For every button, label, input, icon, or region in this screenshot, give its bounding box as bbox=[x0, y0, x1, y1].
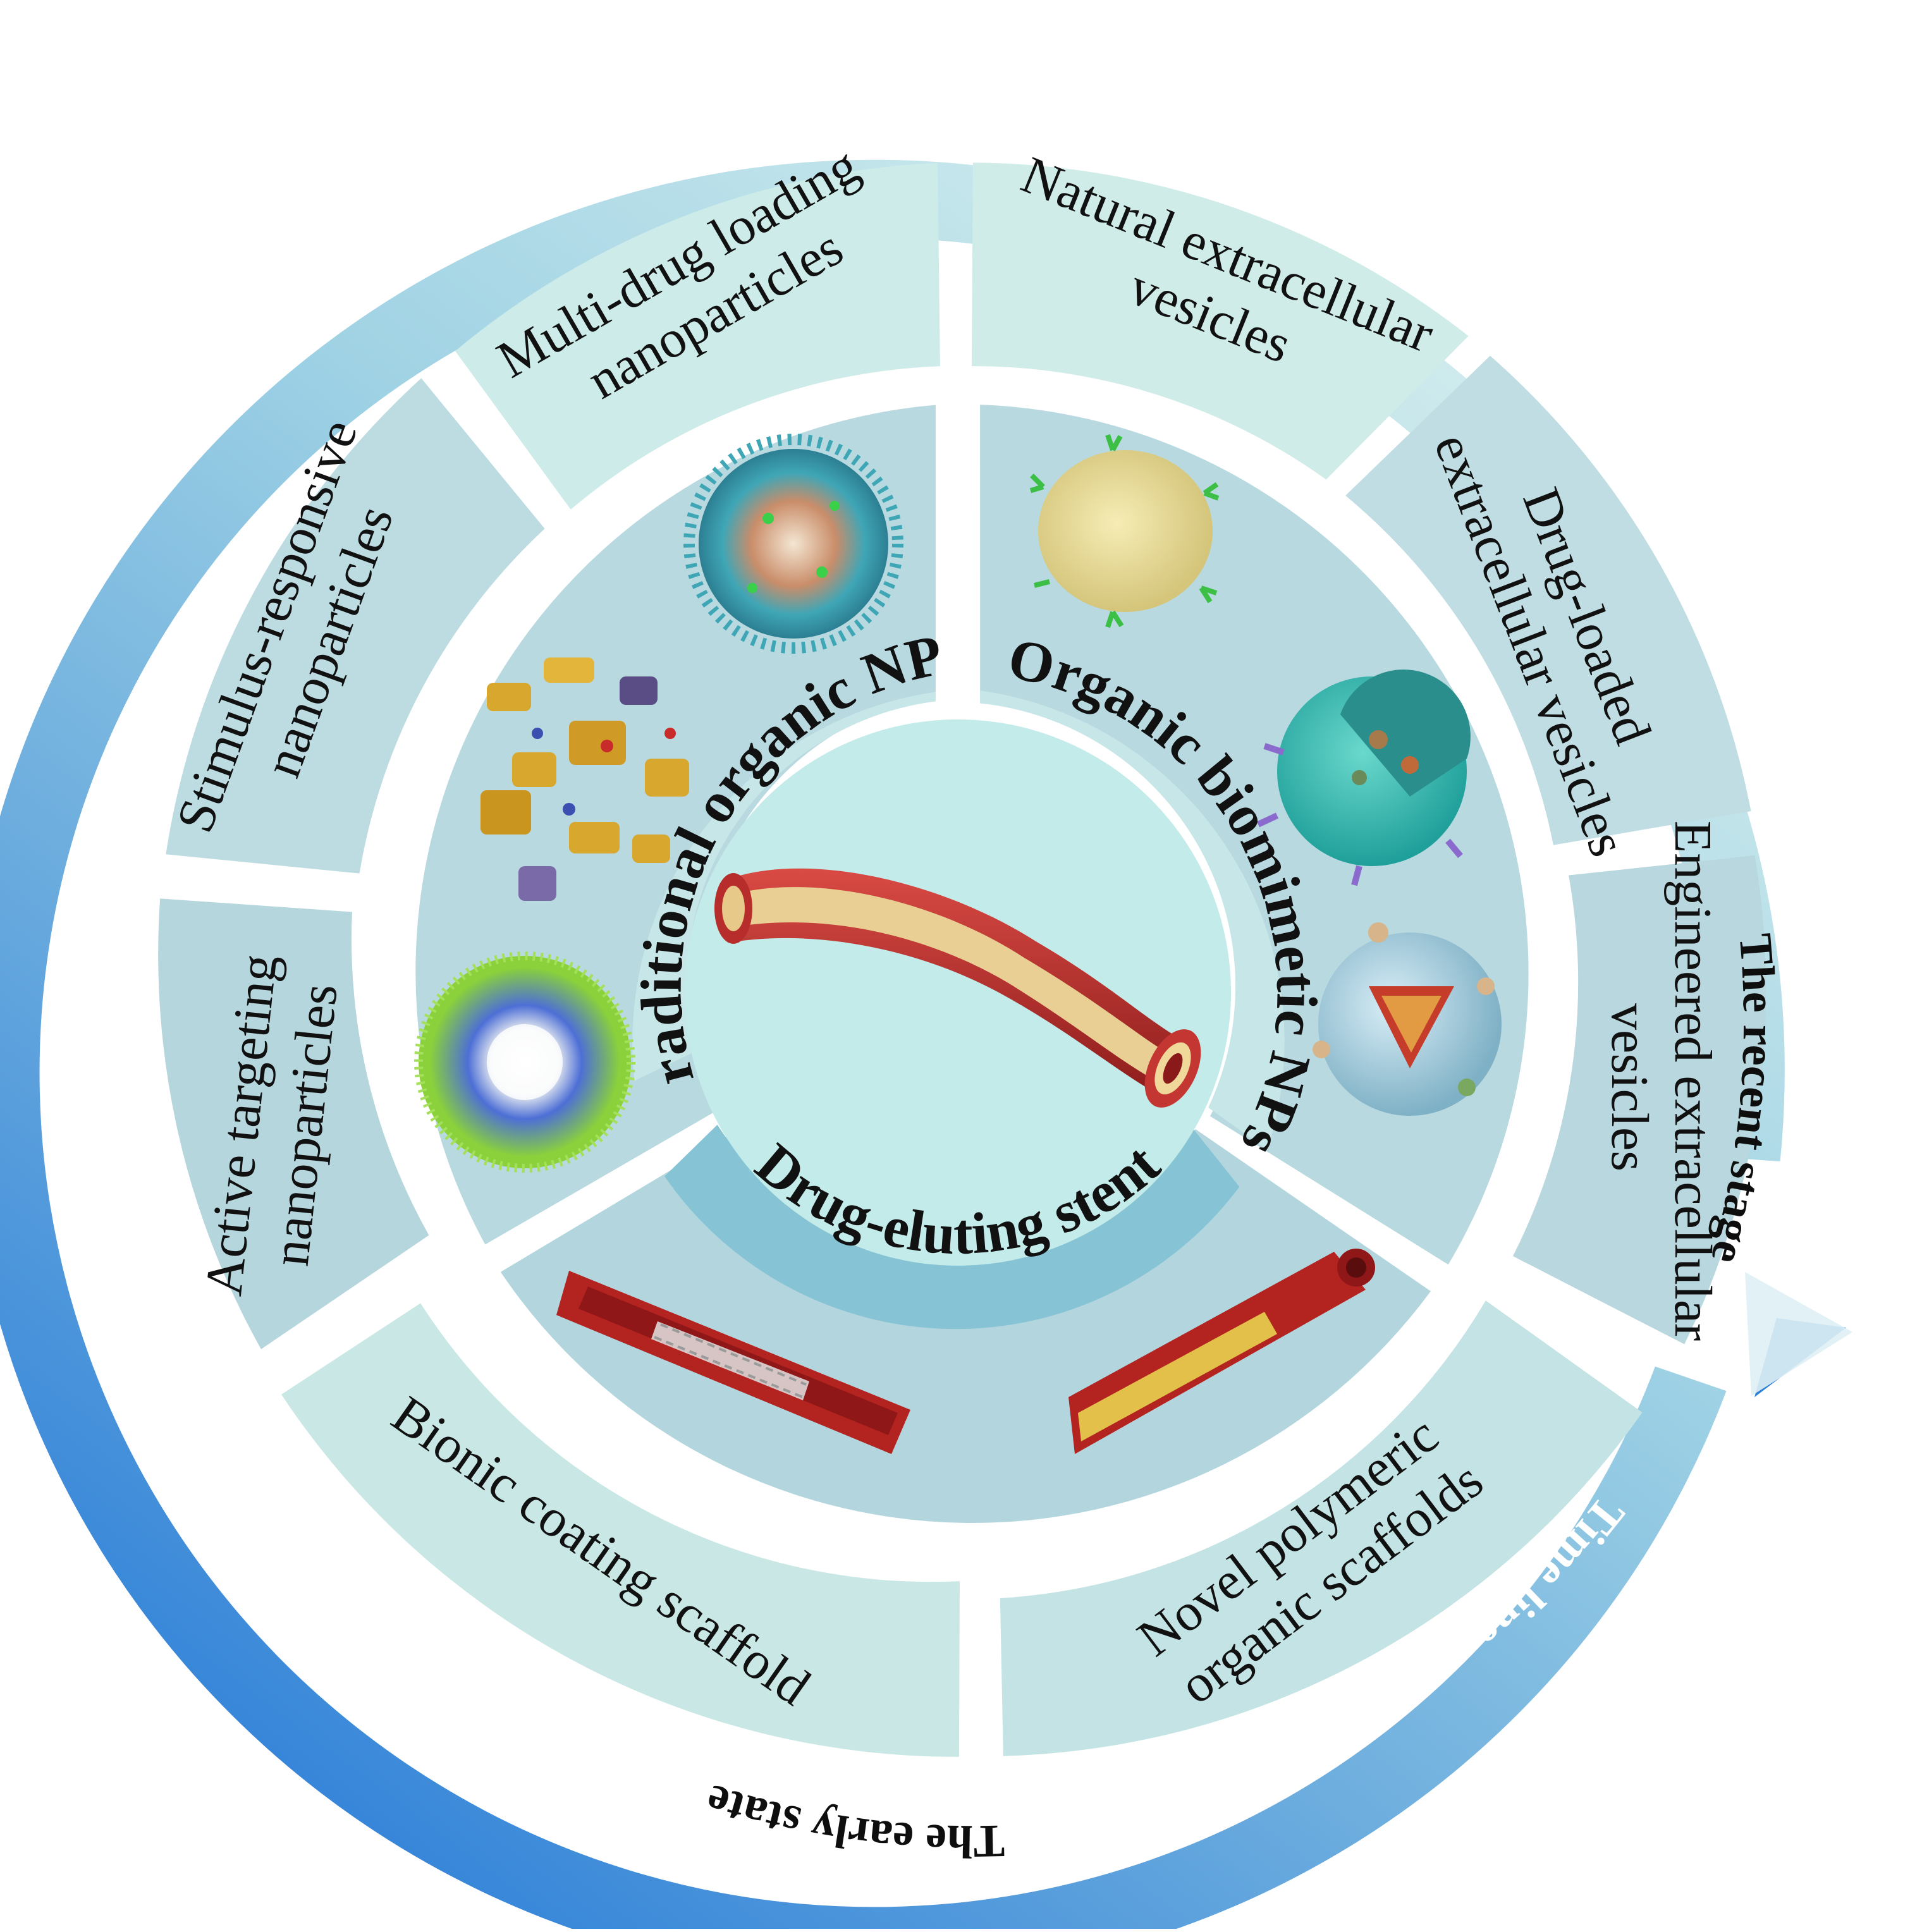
engineered-vesicle-icon bbox=[1313, 922, 1502, 1116]
multi-drug-assembly-icon bbox=[481, 657, 689, 901]
spherical-polymer-nanoparticle-icon bbox=[414, 951, 635, 1173]
outer-segment-multi-drug bbox=[455, 162, 940, 510]
timeline-early-label: The early state bbox=[700, 1774, 1005, 1867]
ring-biomimetic bbox=[980, 690, 1285, 1150]
outer-segment-novel-polymeric bbox=[1000, 1300, 1643, 1756]
outer-label-engineered-ev: Engineered extracellular vesicles bbox=[1600, 821, 1722, 1354]
micelle-nanoparticle-icon bbox=[683, 434, 903, 654]
outer-segment-natural-ev bbox=[971, 162, 1469, 480]
outer-segment-stimulus-responsive bbox=[166, 378, 545, 874]
blood-vessel-icon bbox=[714, 868, 1201, 1108]
timeline-arrowhead-icon bbox=[1745, 1272, 1852, 1396]
coated-scaffold-icon bbox=[1068, 1249, 1375, 1454]
outer-segment-active-targeting bbox=[158, 898, 429, 1350]
drug-loaded-vesicle-icon bbox=[1256, 669, 1471, 886]
stent-in-artery-icon bbox=[556, 1271, 910, 1454]
center-disc bbox=[685, 719, 1231, 1266]
extracellular-vesicle-icon bbox=[1029, 434, 1220, 628]
outer-segment-drug-loaded-ev bbox=[1345, 355, 1751, 845]
ring-stent bbox=[664, 1125, 1240, 1330]
outer-segment-bionic-coating bbox=[281, 1303, 960, 1757]
outer-segment-engineered-ev bbox=[1513, 855, 1766, 1345]
ring-traditional bbox=[632, 692, 936, 1081]
